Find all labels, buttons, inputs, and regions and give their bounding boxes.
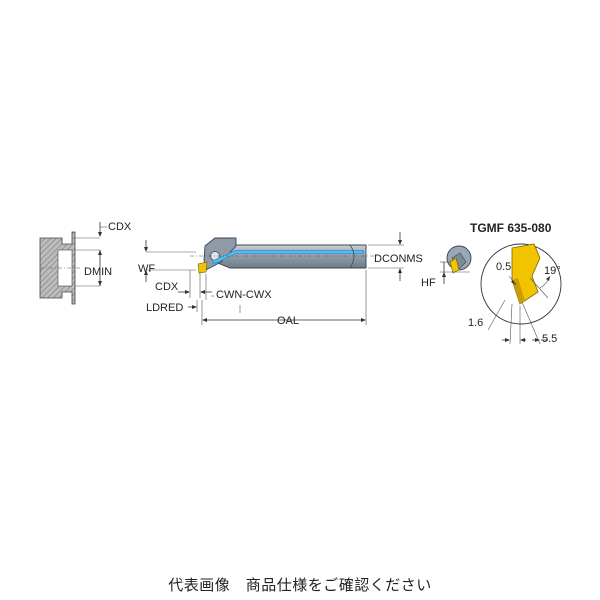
hf-label: HF <box>421 277 436 289</box>
wf-label: WF <box>138 263 155 275</box>
cdx-label-top: CDX <box>108 221 132 233</box>
wf-dimension <box>144 240 196 282</box>
dim-5.5-label: 5.5 <box>542 333 557 345</box>
dim-0.5-label: 0.5 <box>496 261 511 273</box>
caption-representative-image: 代表画像 商品仕様をご確認ください <box>168 576 432 594</box>
insert-detail <box>480 243 562 345</box>
ldred-label: LDRED <box>146 302 183 314</box>
insert-title: TGMF 635-080 <box>470 221 552 235</box>
dconms-dimension <box>368 232 404 281</box>
oal-dimension <box>201 270 367 325</box>
dim-1.6-label: 1.6 <box>468 317 483 329</box>
dim-19deg-label: 19° <box>544 265 561 277</box>
ldred-dimension <box>188 300 198 312</box>
oal-label: OAL <box>277 315 299 327</box>
dmin-label: DMIN <box>84 266 112 278</box>
bore-section <box>39 222 107 305</box>
boring-bar <box>190 237 380 274</box>
dconms-label: DCONMS <box>374 253 423 265</box>
cwn-cwx-label: CWN-CWX <box>216 289 272 301</box>
end-view <box>440 245 472 284</box>
cdx-label-mid: CDX <box>155 281 179 293</box>
cwn-cwx-dimension <box>205 274 241 313</box>
cdx-dimension <box>178 270 212 298</box>
